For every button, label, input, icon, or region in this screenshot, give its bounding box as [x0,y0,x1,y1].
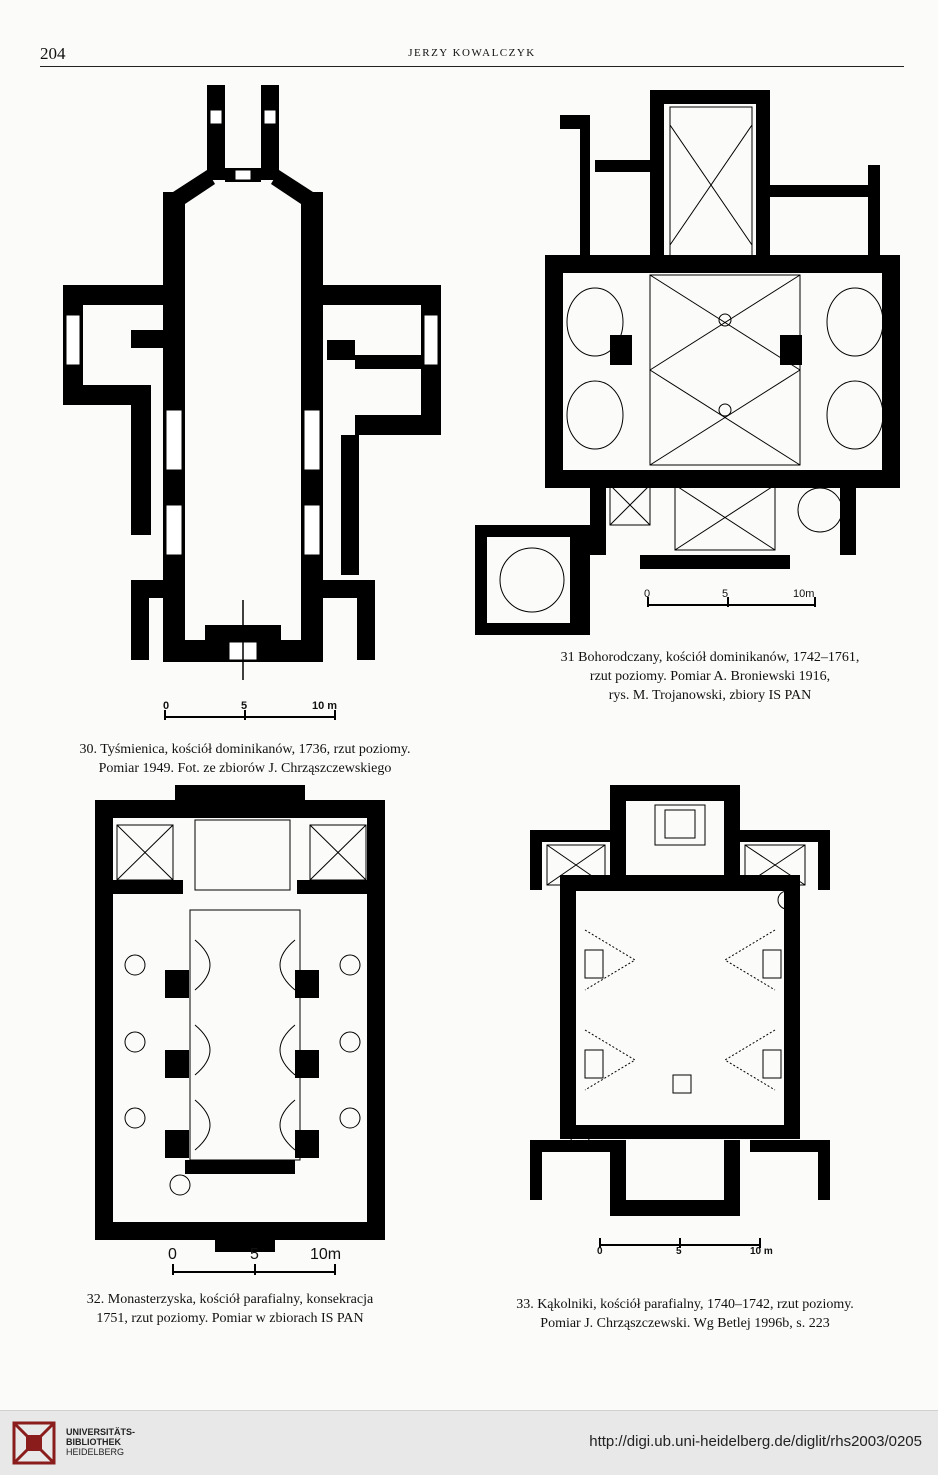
caption-line: 31 Bohorodczany, kościół dominikanów, 17… [560,650,860,665]
scale-label-fig33-10: 10 m [750,1246,773,1257]
caption-line: 1751, rzut poziomy. Pomiar w zbiorach IS… [96,1311,364,1326]
scale-label-fig31-0: 0 [644,588,651,600]
scale-label-fig32-0: 0 [168,1246,177,1263]
caption-line: 32. Monasterzyska, kościół parafialny, k… [86,1292,374,1307]
scale-label-fig31-5: 5 [722,588,729,600]
library-name-line: HEIDELBERG [66,1447,125,1457]
digital-library-footer: UNIVERSITÄTS- BIBLIOTHEK HEIDELBERG http… [0,1410,938,1475]
scale-label-fig32-5: 5 [250,1246,259,1263]
scale-label-fig32-10: 10m [310,1246,342,1263]
scale-label-fig30-5: 5 [241,700,248,712]
floor-plan-kakolniki [530,785,830,1248]
permalink-url[interactable]: http://digi.ub.uni-heidelberg.de/diglit/… [589,1433,922,1450]
running-head: JERZY KOWALCZYK [408,47,536,59]
floor-plan-tysmienica [63,85,441,720]
library-name-line: BIBLIOTHEK [66,1437,121,1447]
caption-line: Pomiar J. Chrząszczewski. Wg Betlej 1996… [540,1316,830,1331]
floor-plan-monasterzyska [95,785,385,1275]
caption-line: 30. Tyśmienica, kościół dominikanów, 173… [79,742,411,757]
scale-label-fig33-5: 5 [676,1246,682,1257]
caption-fig33: 33. Kąkolniki, kościół parafialny, 1740–… [470,1295,900,1333]
caption-line: 33. Kąkolniki, kościół parafialny, 1740–… [516,1297,854,1312]
scale-label-fig31-10: 10m [793,588,815,600]
scale-label-fig30-10: 10 m [312,700,338,712]
page-number: 204 [40,44,66,63]
page-header: 204 JERZY KOWALCZYK [40,38,904,67]
library-name: UNIVERSITÄTS- BIBLIOTHEK HEIDELBERG [66,1427,135,1457]
university-library-logo-icon [12,1421,56,1465]
caption-fig32: 32. Monasterzyska, kościół parafialny, k… [20,1290,440,1328]
caption-line: rys. M. Trojanowski, zbiory IS PAN [608,688,812,703]
floor-plan-bohorodczany [475,90,900,635]
caption-fig31: 31 Bohorodczany, kościół dominikanów, 17… [495,648,925,705]
scale-label-fig30-0: 0 [163,700,170,712]
caption-fig30: 30. Tyśmienica, kościół dominikanów, 173… [30,740,460,778]
library-name-line: UNIVERSITÄTS- [66,1427,136,1437]
document-page: 204 JERZY KOWALCZYK [20,38,925,1333]
caption-line: Pomiar 1949. Fot. ze zbiorów J. Chrząszc… [98,761,392,776]
scale-label-fig33-0: 0 [597,1246,603,1257]
caption-line: rzut poziomy. Pomiar A. Broniewski 1916, [589,669,831,684]
